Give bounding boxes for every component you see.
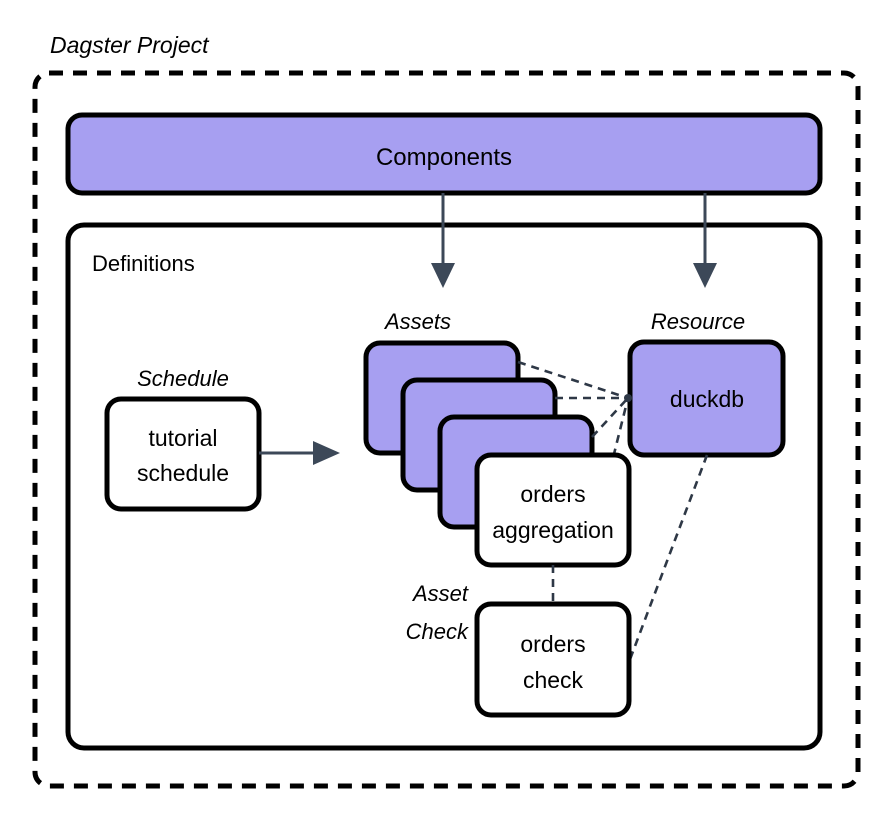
orders-check-label-line2: check xyxy=(523,667,584,693)
arrow-head-icon xyxy=(693,263,717,288)
arrow-components-to-assets xyxy=(431,193,455,288)
definitions-label: Definitions xyxy=(92,251,195,276)
schedule-group-label: Schedule xyxy=(137,366,229,391)
arrow-schedule-to-assets xyxy=(259,441,340,465)
link-asset1-to-duckdb xyxy=(517,360,629,400)
schedule-node[interactable] xyxy=(104,396,262,512)
link-asset3-to-duckdb xyxy=(591,397,629,438)
orders-aggregation-label-line1: orders xyxy=(520,481,585,507)
assets-group-label: Assets xyxy=(383,309,451,334)
orders-check-label-line1: orders xyxy=(520,631,585,657)
orders-aggregation-node[interactable] xyxy=(474,452,632,568)
resource-group-label: Resource xyxy=(651,309,745,334)
schedule-node-label-line1: tutorial xyxy=(148,425,217,451)
arrow-components-to-resource xyxy=(693,193,717,288)
orders-check-node[interactable] xyxy=(474,601,632,718)
link-junction-dot xyxy=(624,394,632,402)
components-bar-label: Components xyxy=(376,144,512,171)
orders-aggregation-label-line2: aggregation xyxy=(492,517,614,543)
link-duckdb-to-orders-check xyxy=(627,454,709,663)
schedule-node-label-line2: schedule xyxy=(137,460,229,486)
asset-check-group-label-line1: Asset xyxy=(411,581,469,606)
arrow-head-icon xyxy=(313,441,340,465)
dagster-project-label: Dagster Project xyxy=(50,32,210,58)
link-orders-aggregation-to-duckdb xyxy=(608,397,630,471)
arrow-head-icon xyxy=(431,263,455,288)
asset-check-group-label-line2: Check xyxy=(406,619,469,644)
duckdb-node-label: duckdb xyxy=(670,386,744,412)
dagster-project-boundary xyxy=(32,70,861,789)
